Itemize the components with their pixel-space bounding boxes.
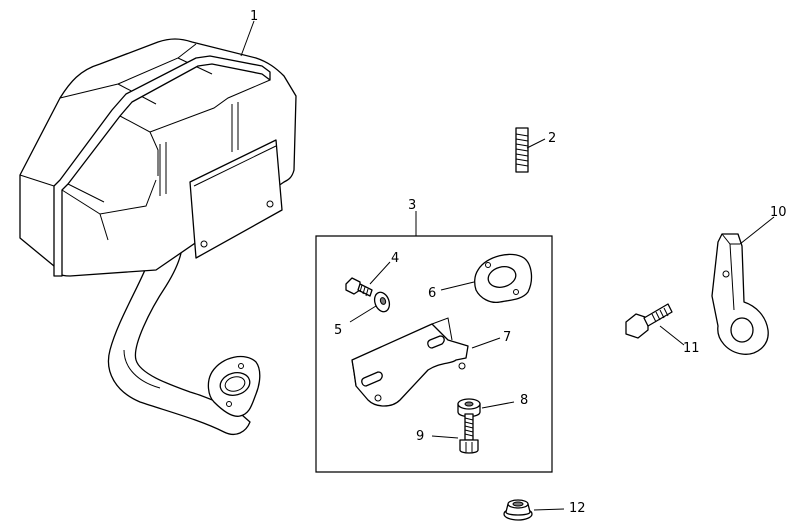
callout-labels: 1 2 3 4 5 6 7 8 9 10 11 12 bbox=[250, 9, 787, 516]
callout-11: 11 bbox=[683, 341, 700, 356]
callout-12: 12 bbox=[569, 501, 586, 516]
callout-9: 9 bbox=[416, 429, 424, 444]
muffler bbox=[19, 38, 297, 436]
callout-4: 4 bbox=[391, 251, 399, 266]
callout-6: 6 bbox=[428, 286, 436, 301]
callout-2: 2 bbox=[548, 131, 556, 146]
leader-lines bbox=[240, 20, 775, 511]
bracket-part-10 bbox=[711, 233, 769, 355]
washer-part-5 bbox=[373, 291, 391, 313]
bolt-part-4 bbox=[345, 277, 373, 297]
exhaust-pipe bbox=[107, 226, 251, 436]
callout-10: 10 bbox=[770, 205, 787, 220]
stud-part-2 bbox=[515, 127, 529, 173]
bolt-part-11 bbox=[625, 303, 673, 339]
callout-7: 7 bbox=[503, 330, 511, 345]
callout-5: 5 bbox=[334, 323, 342, 338]
gasket-part-6 bbox=[474, 253, 533, 304]
callout-8: 8 bbox=[520, 393, 528, 408]
kit-frame bbox=[315, 235, 553, 473]
callout-3: 3 bbox=[408, 198, 416, 213]
heat-shield bbox=[189, 139, 283, 259]
bracket-part-7 bbox=[351, 317, 469, 407]
nut-part-12 bbox=[503, 499, 533, 521]
callout-1: 1 bbox=[250, 9, 258, 24]
bolt-part-9 bbox=[459, 413, 479, 454]
